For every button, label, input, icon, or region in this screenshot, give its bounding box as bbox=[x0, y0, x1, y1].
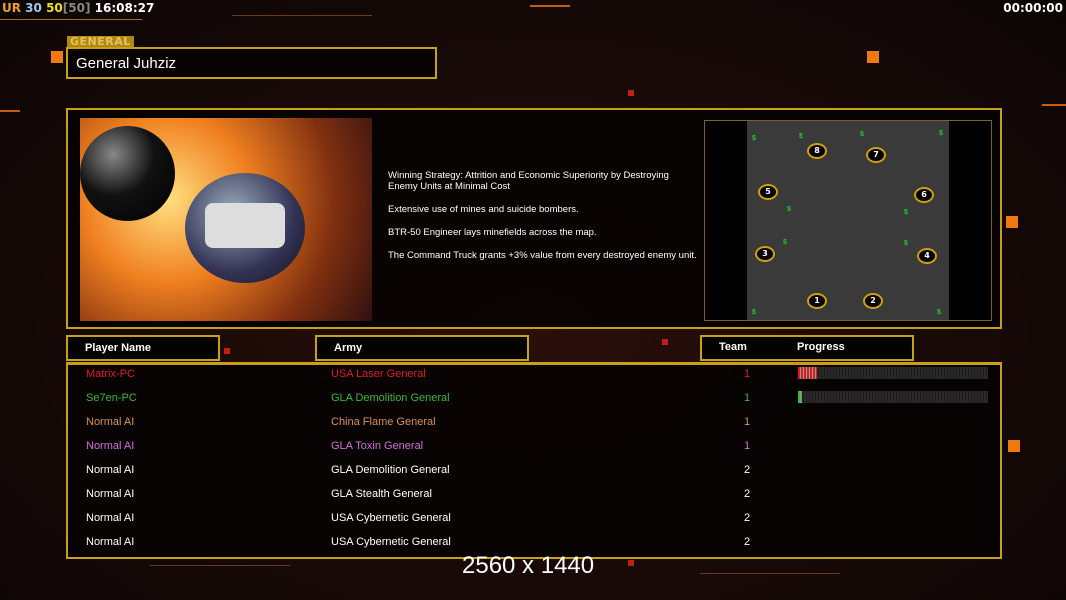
player-team: 1 bbox=[744, 368, 751, 380]
player-row[interactable]: Normal AI GLA Stealth General 2 bbox=[68, 484, 1000, 508]
player-army[interactable]: USA Cybernetic General bbox=[331, 512, 451, 524]
game-timer: 00:00:00 bbox=[1003, 1, 1063, 15]
supply-icon: $ bbox=[939, 130, 943, 137]
player-army[interactable]: GLA Toxin General bbox=[331, 440, 424, 452]
progress-bar bbox=[798, 367, 988, 379]
divider bbox=[0, 110, 20, 112]
divider bbox=[530, 5, 570, 7]
header-army: Army bbox=[315, 335, 529, 361]
fps-value: 30 bbox=[25, 1, 42, 15]
map-preview[interactable]: 1 2 3 4 5 6 7 8 $ $ $ $ $ $ $ $ $ $ bbox=[704, 120, 992, 321]
player-row[interactable]: Normal AI USA Cybernetic General 2 bbox=[68, 508, 1000, 532]
supply-icon: $ bbox=[752, 309, 756, 316]
player-name: Normal AI bbox=[86, 512, 135, 524]
player-row[interactable]: Normal AI USA Cybernetic General 2 bbox=[68, 532, 1000, 556]
player-name: Normal AI bbox=[86, 416, 135, 428]
supply-icon: $ bbox=[937, 309, 941, 316]
progress-fill bbox=[798, 367, 817, 379]
description-line: The Command Truck grants +3% value from … bbox=[388, 250, 697, 261]
decor-square bbox=[867, 51, 879, 63]
player-name: Normal AI bbox=[86, 464, 135, 476]
divider bbox=[700, 573, 840, 574]
player-army[interactable]: China Flame General bbox=[331, 416, 436, 428]
general-portrait bbox=[80, 118, 372, 321]
start-marker[interactable]: 2 bbox=[863, 293, 883, 309]
player-team: 2 bbox=[744, 512, 751, 524]
general-description: Winning Strategy: Attrition and Economic… bbox=[388, 170, 698, 273]
supply-icon: $ bbox=[783, 239, 787, 246]
divider bbox=[0, 19, 142, 20]
player-row[interactable]: Matrix-PC USA Laser General 1 bbox=[68, 364, 1000, 388]
player-team: 2 bbox=[744, 536, 751, 548]
player-army[interactable]: USA Cybernetic General bbox=[331, 536, 451, 548]
player-row[interactable]: Normal AI China Flame General 1 bbox=[68, 412, 1000, 436]
description-line: Extensive use of mines and suicide bombe… bbox=[388, 204, 579, 215]
header-progress: Progress bbox=[797, 341, 845, 353]
general-info-panel: Winning Strategy: Attrition and Economic… bbox=[66, 108, 1002, 329]
divider bbox=[150, 565, 290, 566]
decor-square bbox=[1008, 440, 1020, 452]
map-area: 1 2 3 4 5 6 7 8 $ $ $ $ $ $ $ $ $ $ bbox=[747, 121, 949, 320]
divider bbox=[232, 15, 372, 16]
player-name: Normal AI bbox=[86, 488, 135, 500]
fps-cap: [50] bbox=[62, 1, 91, 15]
header-team: Team bbox=[719, 341, 747, 353]
description-line: Winning Strategy: Attrition and Economic… bbox=[388, 170, 669, 192]
bomberman-face bbox=[205, 203, 285, 248]
header-player-name: Player Name bbox=[66, 335, 220, 361]
player-name: Normal AI bbox=[86, 440, 135, 452]
clock: 16:08:27 bbox=[94, 1, 155, 15]
player-team: 2 bbox=[744, 464, 751, 476]
decor-square bbox=[628, 90, 634, 96]
supply-icon: $ bbox=[904, 240, 908, 247]
decor-square bbox=[51, 51, 63, 63]
start-marker[interactable]: 5 bbox=[758, 184, 778, 200]
bomb-image bbox=[80, 126, 175, 221]
player-row[interactable]: Normal AI GLA Demolition General 2 bbox=[68, 460, 1000, 484]
player-army[interactable]: GLA Demolition General bbox=[331, 464, 450, 476]
start-marker[interactable]: 3 bbox=[755, 246, 775, 262]
player-team: 2 bbox=[744, 488, 751, 500]
start-marker[interactable]: 1 bbox=[807, 293, 827, 309]
supply-icon: $ bbox=[860, 131, 864, 138]
player-army[interactable]: USA Laser General bbox=[331, 368, 426, 380]
ur-label: UR bbox=[2, 1, 21, 15]
general-tag: GENERAL bbox=[67, 36, 134, 48]
fps-limit: 50 bbox=[46, 1, 63, 15]
start-marker[interactable]: 4 bbox=[917, 248, 937, 264]
resolution-label: 2560 x 1440 bbox=[462, 552, 595, 579]
start-marker[interactable]: 8 bbox=[807, 143, 827, 159]
supply-icon: $ bbox=[752, 135, 756, 142]
supply-icon: $ bbox=[904, 209, 908, 216]
player-name: Matrix-PC bbox=[86, 368, 135, 380]
decor-square bbox=[1006, 216, 1018, 228]
start-marker[interactable]: 6 bbox=[914, 187, 934, 203]
status-bar: UR 30 50[50] 16:08:27 bbox=[2, 1, 154, 15]
decor-square bbox=[628, 560, 634, 566]
supply-icon: $ bbox=[787, 206, 791, 213]
player-team: 1 bbox=[744, 392, 751, 404]
progress-fill bbox=[798, 391, 802, 403]
player-name: Se7en-PC bbox=[86, 392, 137, 404]
start-marker[interactable]: 7 bbox=[866, 147, 886, 163]
player-row[interactable]: Se7en-PC GLA Demolition General 1 bbox=[68, 388, 1000, 412]
supply-icon: $ bbox=[799, 133, 803, 140]
decor-square bbox=[662, 339, 668, 345]
header-team-progress: Team Progress bbox=[700, 335, 914, 361]
player-army[interactable]: GLA Demolition General bbox=[331, 392, 450, 404]
player-army[interactable]: GLA Stealth General bbox=[331, 488, 432, 500]
divider bbox=[1042, 104, 1066, 106]
player-team: 1 bbox=[744, 440, 751, 452]
description-line: BTR-50 Engineer lays minefields across t… bbox=[388, 227, 597, 238]
progress-bar bbox=[798, 391, 988, 403]
player-name: Normal AI bbox=[86, 536, 135, 548]
player-row[interactable]: Normal AI GLA Toxin General 1 bbox=[68, 436, 1000, 460]
decor-square bbox=[224, 348, 230, 354]
player-team: 1 bbox=[744, 416, 751, 428]
general-name: General Juhziz bbox=[66, 47, 437, 79]
